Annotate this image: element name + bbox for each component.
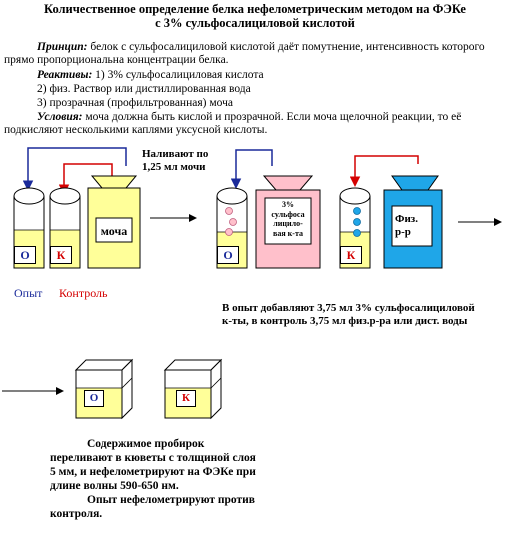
reagents-item3: 3) прозрачная (профильтрованная) моча: [37, 97, 233, 109]
acid-label-1: 3%: [282, 200, 294, 209]
conditions-line2: подкисляют несколькими каплями уксусной …: [4, 124, 268, 136]
cuvette-o: [74, 358, 134, 420]
acid-flask: [255, 175, 321, 269]
tube-k-label-step2: К: [340, 246, 362, 264]
step3-p1-line1: Содержимое пробирок: [87, 438, 205, 450]
page-title: Количественное определение белка нефелом…: [44, 2, 466, 16]
arrow-red-step1: [58, 163, 113, 195]
principle-text1: белок с сульфосалициловой кислотой даёт …: [87, 41, 485, 53]
arrow-red-step2: [349, 155, 419, 187]
saline-flask-label: Физ. р-р: [395, 213, 431, 239]
reagents-item1: 1) 3% сульфосалициловая кислота: [92, 69, 264, 81]
acid-label-4: вая к-та: [273, 228, 303, 238]
principle-line2: прямо пропорциональна концентрации белка…: [4, 54, 229, 66]
legend-opyt: Опыт: [14, 286, 43, 300]
step3-p1-line2: переливают в кюветы с толщиной слоя: [50, 452, 256, 464]
principle-label: Принцип:: [37, 41, 88, 53]
arrow-blue-step1: [22, 147, 127, 191]
cuvette-k: [163, 358, 223, 420]
arrow-blue-step2: [230, 149, 273, 189]
reagents-item2: 2) физ. Раствор или дистиллированная вод…: [37, 83, 251, 95]
page-subtitle: с 3% сульфосалициловой кислотой: [155, 16, 355, 30]
step3-group: [2, 358, 223, 420]
saline-flask: [383, 175, 443, 269]
step2-note-line1: В опыт добавляют 3,75 мл 3% сульфосалици…: [222, 302, 475, 314]
tube-k-label-step1: К: [50, 246, 72, 264]
acid-label-2: сульфоса: [271, 209, 305, 219]
principle-line1: Принцип: белок с сульфосалициловой кисло…: [37, 41, 485, 54]
conditions-label: Условия:: [37, 111, 83, 123]
conditions-line1: Условия: моча должна быть кислой и прозр…: [37, 111, 461, 124]
step3-p1-line4: длине волны 590-650 нм.: [50, 480, 179, 492]
urine-flask: [87, 175, 141, 269]
reagents-label: Реактивы:: [37, 69, 93, 81]
cuvette-k-label: К: [176, 390, 196, 407]
acid-flask-label: 3% сульфоса лицило- вая к-та: [266, 200, 310, 238]
conditions-text1: моча должна быть кислой и прозрачной. Ес…: [82, 111, 462, 123]
cuvette-o-label: О: [84, 390, 104, 407]
acid-label-3: лицило-: [273, 219, 303, 228]
saline-label-2: р-р: [395, 226, 411, 238]
step2-group: [216, 149, 502, 269]
step2-note-line2: к-ты, в контроль 3,75 мл физ.р-ра или ди…: [222, 315, 468, 327]
step3-p2-line1: Опыт нефелометрируют против: [87, 494, 255, 506]
reagents-line1: Реактивы: 1) 3% сульфосалициловая кислот…: [37, 69, 264, 82]
step3-p2-line2: контроля.: [50, 508, 103, 520]
tube-o-label-step2: О: [217, 246, 239, 264]
saline-label-1: Физ.: [395, 213, 418, 225]
pour-note-line2: 1,25 мл мочи: [142, 161, 206, 173]
pour-note-line1: Наливают по: [142, 148, 209, 160]
tube-o-label-step1: О: [14, 246, 36, 264]
urine-flask-label: моча: [100, 224, 128, 238]
legend-kontrol: Контроль: [59, 286, 108, 300]
step3-p1-line3: 5 мм, и нефелометрируют на ФЭКе при: [50, 466, 256, 478]
